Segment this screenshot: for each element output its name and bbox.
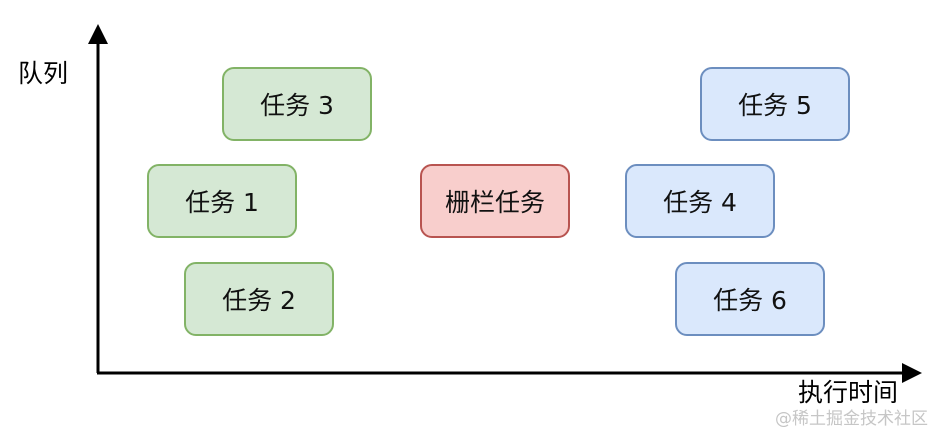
watermark: @稀土掘金技术社区: [775, 409, 928, 429]
task-box-5: 任务 5: [700, 67, 850, 141]
x-axis-arrow: [902, 363, 922, 383]
task-box-2: 任务 2: [184, 262, 334, 336]
x-axis-label: 执行时间: [798, 378, 899, 407]
task-box-6: 任务 6: [675, 262, 825, 336]
y-axis-label: 队列: [18, 59, 69, 88]
task-box-1: 任务 1: [147, 164, 297, 238]
task-box-3: 任务 3: [222, 67, 372, 141]
task-box-4: 任务 4: [625, 164, 775, 238]
y-axis-arrow: [88, 24, 108, 44]
barrier-task-box: 栅栏任务: [420, 164, 570, 238]
